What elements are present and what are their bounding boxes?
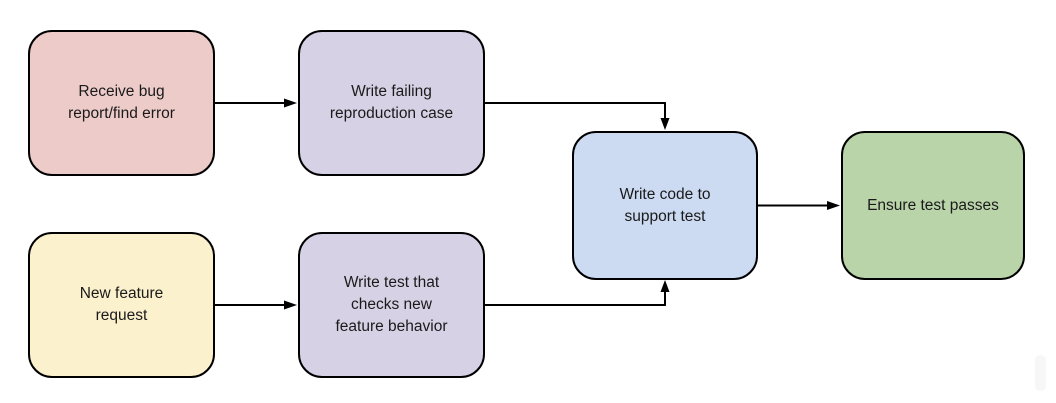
- arrowhead-icon: [284, 300, 297, 310]
- node-receive-bug-report-label: Receive bug report/find error: [68, 83, 175, 122]
- node-write-failing-reproduction-case-label: Write failing reproduction case: [329, 83, 454, 122]
- edge-line: [485, 102, 666, 118]
- node-new-feature-request: New feature request: [28, 232, 215, 378]
- edge-receive-bug-to-write-repro: [215, 98, 297, 108]
- node-write-failing-reproduction-case: Write failing reproduction case: [298, 30, 485, 176]
- arrowhead-icon: [660, 280, 670, 292]
- scrollbar-thumb[interactable]: [1035, 355, 1046, 391]
- node-ensure-test-passes: Ensure test passes: [841, 131, 1025, 280]
- node-write-test-checks-feature-label: Write test that checks new feature behav…: [335, 274, 448, 335]
- node-ensure-test-passes-label: Ensure test passes: [867, 196, 999, 214]
- arrowhead-icon: [660, 118, 670, 130]
- node-new-feature-request-label: New feature request: [79, 285, 164, 324]
- node-write-test-checks-feature: Write test that checks new feature behav…: [298, 232, 485, 378]
- arrowhead-icon: [827, 201, 840, 210]
- node-write-code-support-test: Write code to support test: [572, 131, 758, 280]
- arrowhead-icon: [284, 98, 297, 108]
- edge-new-feature-to-write-test: [215, 300, 297, 310]
- edge-write-test-to-write-code: [485, 280, 670, 306]
- edge-write-repro-to-write-code: [485, 102, 670, 130]
- edge-write-code-to-ensure-pass: [758, 201, 840, 210]
- node-write-code-support-test-label: Write code to support test: [619, 185, 711, 225]
- node-receive-bug-report: Receive bug report/find error: [28, 30, 215, 176]
- edge-line: [485, 292, 666, 306]
